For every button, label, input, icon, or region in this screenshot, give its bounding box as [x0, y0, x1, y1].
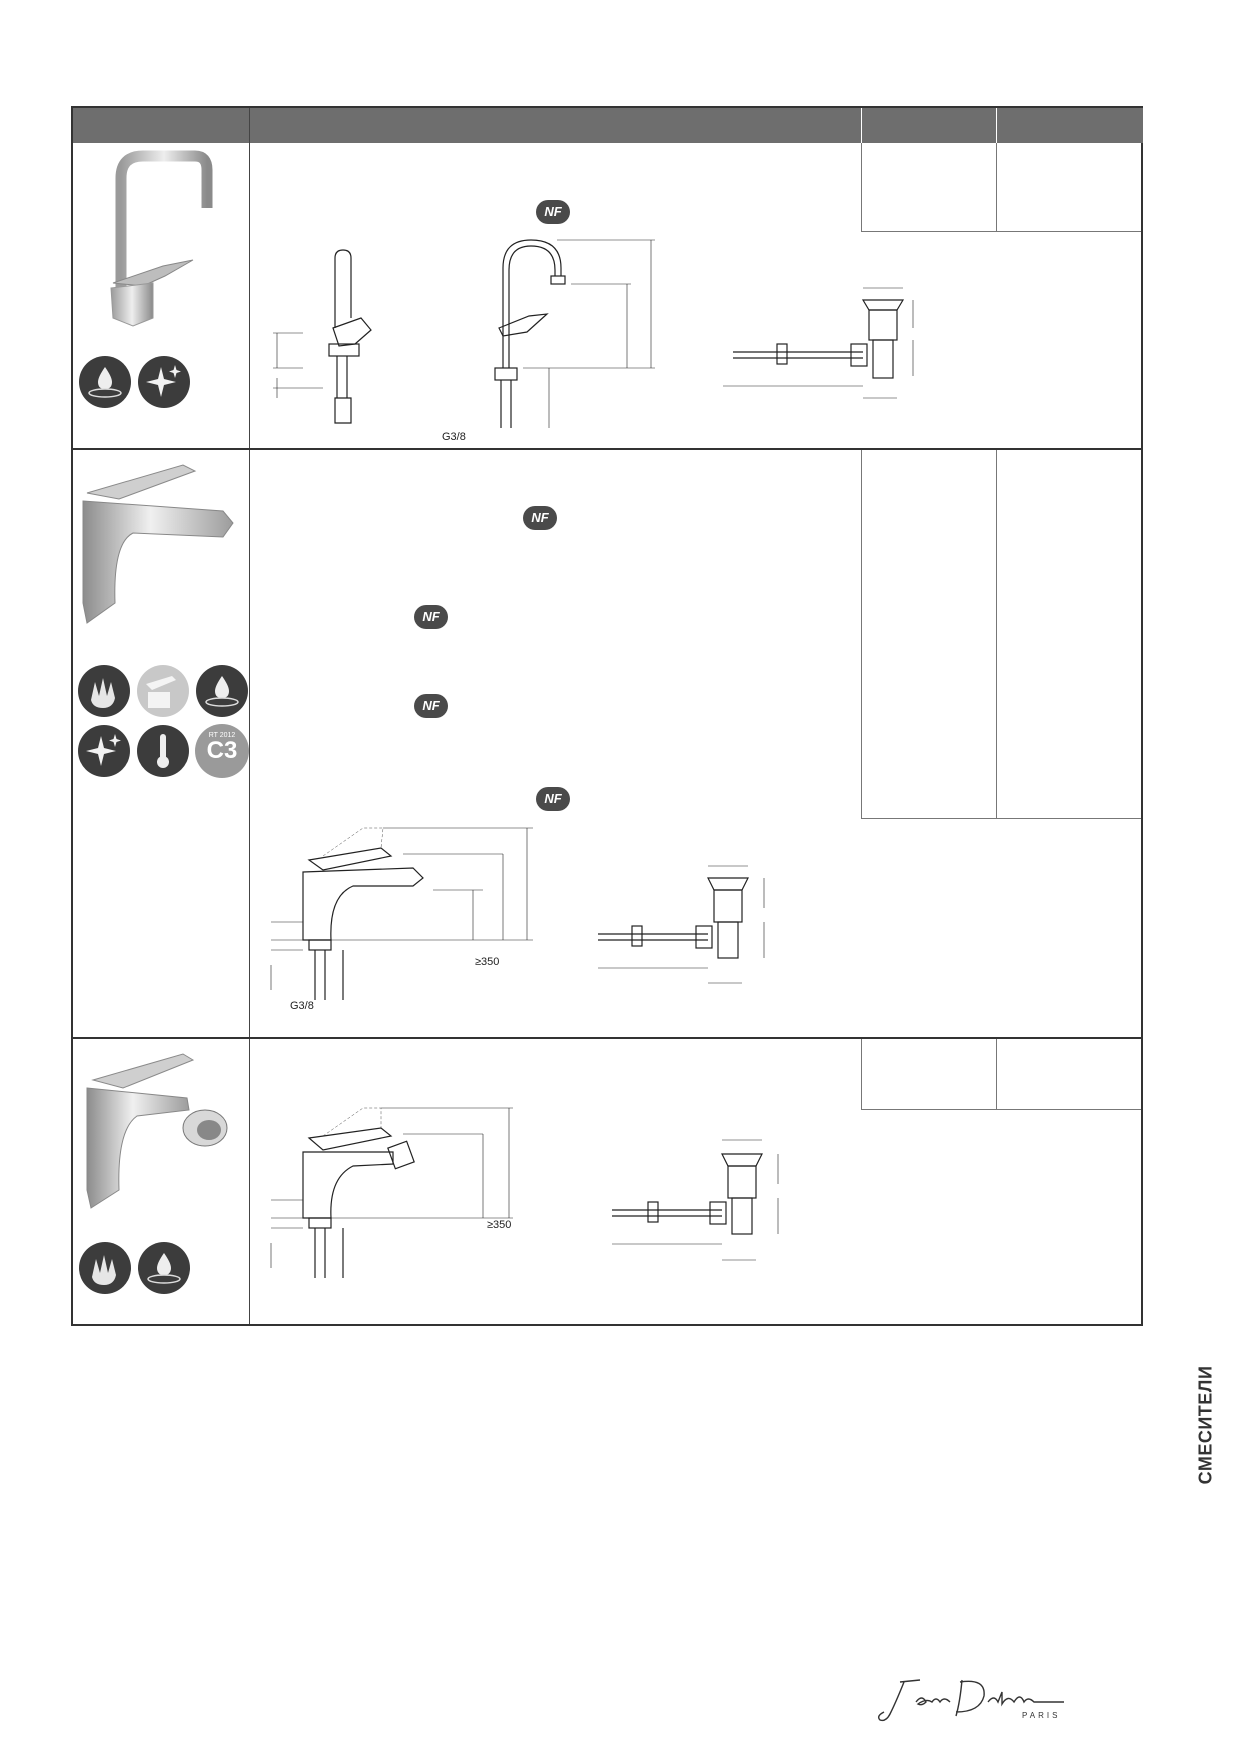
thread-dimension: G3/8 [442, 431, 466, 443]
minimum-length-dimension: ≥350 [475, 956, 500, 968]
product-table: NF G3/8 [71, 106, 1143, 1326]
water-saving-icon [79, 356, 131, 408]
brand-signature: PARIS [877, 1679, 1064, 1722]
nf-badge: NF [414, 694, 448, 718]
code-box-bottom [861, 818, 1141, 819]
waste-valve-drawing [723, 287, 914, 399]
nf-badge: NF [414, 605, 448, 629]
bidet-mixer-drawing [270, 1107, 513, 1278]
code-box-bottom [861, 1109, 1141, 1110]
kitchen-mixer-photo [110, 150, 213, 327]
column-divider [249, 108, 250, 1324]
brand-city: PARIS [1022, 1711, 1060, 1720]
thread-dimension: G3/8 [290, 1000, 314, 1012]
nf-badge: NF [536, 200, 570, 224]
bidet-mixer-photo [86, 1053, 228, 1209]
hand-wash-icon [78, 665, 130, 717]
code-box-bottom [861, 231, 1141, 232]
waste-valve-drawing [598, 865, 765, 984]
price-column-divider [996, 143, 997, 231]
code-column-divider [861, 1039, 862, 1109]
kitchen-mixer-side-drawing [273, 249, 372, 424]
c3-rating-small-label: RT 2012 [208, 732, 236, 739]
kitchen-mixer-front-drawing [494, 239, 655, 428]
nf-badge: NF [536, 787, 570, 811]
thermometer-icon [137, 725, 189, 777]
minimum-length-dimension: ≥350 [487, 1219, 512, 1231]
cold-start-icon [137, 665, 189, 717]
shine-icon [78, 725, 130, 777]
basin-mixer-drawing [270, 827, 533, 1000]
price-column-divider [996, 1039, 997, 1109]
water-saving-icon [196, 665, 248, 717]
header-cell-2 [250, 108, 861, 143]
row-separator-2 [73, 1037, 1141, 1039]
c3-rating-label: C3 [206, 737, 238, 764]
hand-wash-icon [79, 1242, 131, 1294]
header-cell-3 [862, 108, 996, 143]
category-side-label-text: СМЕСИТЕЛИ [1195, 1365, 1216, 1485]
header-cell-1 [73, 108, 249, 143]
shine-icon [138, 356, 190, 408]
code-column-divider [861, 450, 862, 818]
header-cell-4 [997, 108, 1143, 143]
code-column-divider [861, 143, 862, 231]
water-saving-icon [138, 1242, 190, 1294]
waste-valve-drawing [612, 1139, 779, 1261]
c3-rating-icon: RT 2012 C3 [195, 724, 249, 778]
category-side-label: СМЕСИТЕЛИ [1191, 1366, 1221, 1485]
nf-badge: NF [523, 506, 557, 530]
basin-mixer-photo [82, 464, 234, 624]
price-column-divider [996, 450, 997, 818]
row-separator-1 [73, 448, 1141, 450]
brand-logo: PARIS [876, 1672, 1076, 1730]
